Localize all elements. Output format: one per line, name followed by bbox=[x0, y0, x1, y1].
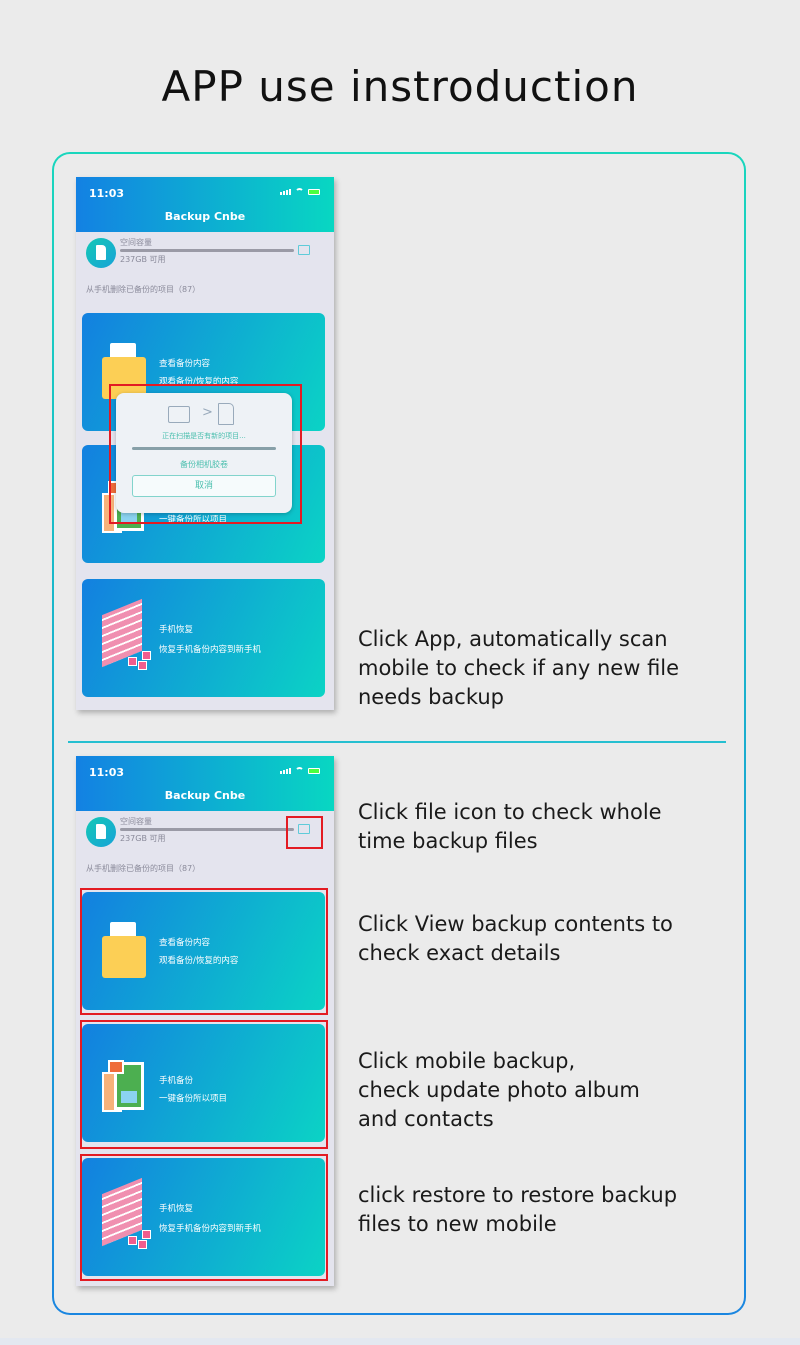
photos-icon bbox=[102, 1060, 148, 1114]
folder-icon[interactable] bbox=[298, 245, 310, 255]
sd-card-icon bbox=[86, 817, 116, 847]
storage-row: 空间容量 237GB 可用 bbox=[86, 815, 326, 851]
storage-label: 空间容量 bbox=[120, 817, 152, 826]
folder-icon bbox=[102, 922, 146, 978]
highlight-restore-card bbox=[80, 1154, 328, 1281]
card-subtitle: 一键备份所以项目 bbox=[159, 1094, 228, 1104]
mobile-backup-card[interactable]: 手机备份 一键备份所以项目 bbox=[82, 1024, 325, 1142]
storage-free: 237GB 可用 bbox=[120, 834, 166, 843]
restore-card[interactable]: 手机恢复 恢复手机备份内容到新手机 bbox=[82, 579, 325, 697]
card-subtitle: 观看备份/恢复的内容 bbox=[159, 956, 239, 966]
scan-progress bbox=[132, 447, 276, 450]
status-icons bbox=[280, 767, 320, 774]
sd-card-icon bbox=[218, 403, 234, 425]
storage-free: 237GB 可用 bbox=[120, 255, 166, 264]
page-title: APP use instroduction bbox=[161, 62, 639, 111]
card-title: 查看备份内容 bbox=[159, 938, 211, 948]
scan-icons: > bbox=[168, 403, 244, 427]
card-title: 查看备份内容 bbox=[159, 359, 211, 369]
scan-status: 正在扫描是否有新的项目... bbox=[162, 432, 246, 440]
card-title: 手机恢复 bbox=[159, 625, 194, 635]
cancel-button[interactable]: 取消 bbox=[132, 475, 276, 497]
storage-row: 空间容量 237GB 可用 bbox=[86, 236, 326, 272]
view-backup-card[interactable]: 查看备份内容 观看备份/恢复的内容 bbox=[82, 892, 325, 1010]
highlight-view-card bbox=[80, 888, 328, 1015]
wifi-icon bbox=[295, 188, 304, 195]
bricks-icon bbox=[102, 1177, 152, 1250]
status-time: 11:03 bbox=[89, 187, 125, 200]
card-title: 手机恢复 bbox=[159, 1204, 194, 1214]
card-subtitle: 一键备份所以项目 bbox=[159, 515, 228, 525]
section-divider bbox=[68, 741, 726, 743]
storage-bar bbox=[120, 249, 294, 252]
card-subtitle: 恢复手机备份内容到新手机 bbox=[159, 1224, 262, 1234]
signal-icon bbox=[280, 768, 291, 774]
caption-backup: Click mobile backup, check update photo … bbox=[358, 1049, 640, 1131]
delete-backed-up-link[interactable]: 从手机删除已备份的项目（87） bbox=[86, 285, 201, 294]
restore-card[interactable]: 手机恢复 恢复手机备份内容到新手机 bbox=[82, 1158, 325, 1276]
caption-scan: Click App, automatically scan mobile to … bbox=[358, 627, 680, 709]
bottom-strip bbox=[0, 1338, 800, 1345]
highlight-folder-icon bbox=[286, 816, 323, 849]
arrow-right-icon: > bbox=[202, 405, 213, 420]
app-title: Backup Cnbe bbox=[164, 210, 246, 223]
status-time: 11:03 bbox=[89, 766, 125, 779]
card-title: 手机备份 bbox=[159, 1076, 194, 1086]
phone-screenshot-scanning: 11:03 Backup Cnbe 空间容量 237GB 可用 从手机删除已备份… bbox=[76, 177, 334, 710]
highlight-scan-dialog bbox=[109, 384, 302, 524]
app-header: 11:03 Backup Cnbe bbox=[76, 756, 334, 811]
wifi-icon bbox=[295, 767, 304, 774]
card-subtitle: 恢复手机备份内容到新手机 bbox=[159, 645, 262, 655]
scan-dialog: > 正在扫描是否有新的项目... 备份相机胶卷 取消 bbox=[116, 393, 292, 513]
bricks-icon bbox=[102, 598, 152, 671]
folder-icon bbox=[102, 343, 146, 399]
highlight-backup-card bbox=[80, 1020, 328, 1149]
battery-icon bbox=[308, 768, 320, 774]
image-icon bbox=[168, 406, 190, 423]
caption-view: Click View backup contents to check exac… bbox=[358, 912, 673, 965]
app-header: 11:03 Backup Cnbe bbox=[76, 177, 334, 232]
storage-bar bbox=[120, 828, 294, 831]
caption-restore: click restore to restore backup files to… bbox=[358, 1183, 678, 1236]
folder-icon[interactable] bbox=[298, 824, 310, 834]
signal-icon bbox=[280, 189, 291, 195]
storage-label: 空间容量 bbox=[120, 238, 152, 247]
battery-icon bbox=[308, 189, 320, 195]
status-icons bbox=[280, 188, 320, 195]
app-title: Backup Cnbe bbox=[164, 789, 246, 802]
scan-label: 备份相机胶卷 bbox=[180, 460, 228, 469]
card-subtitle: 观看备份/恢复的内容 bbox=[159, 377, 239, 387]
sd-card-icon bbox=[86, 238, 116, 268]
delete-backed-up-link[interactable]: 从手机删除已备份的项目（87） bbox=[86, 864, 201, 873]
caption-file-icon: Click file icon to check whole time back… bbox=[358, 800, 662, 853]
